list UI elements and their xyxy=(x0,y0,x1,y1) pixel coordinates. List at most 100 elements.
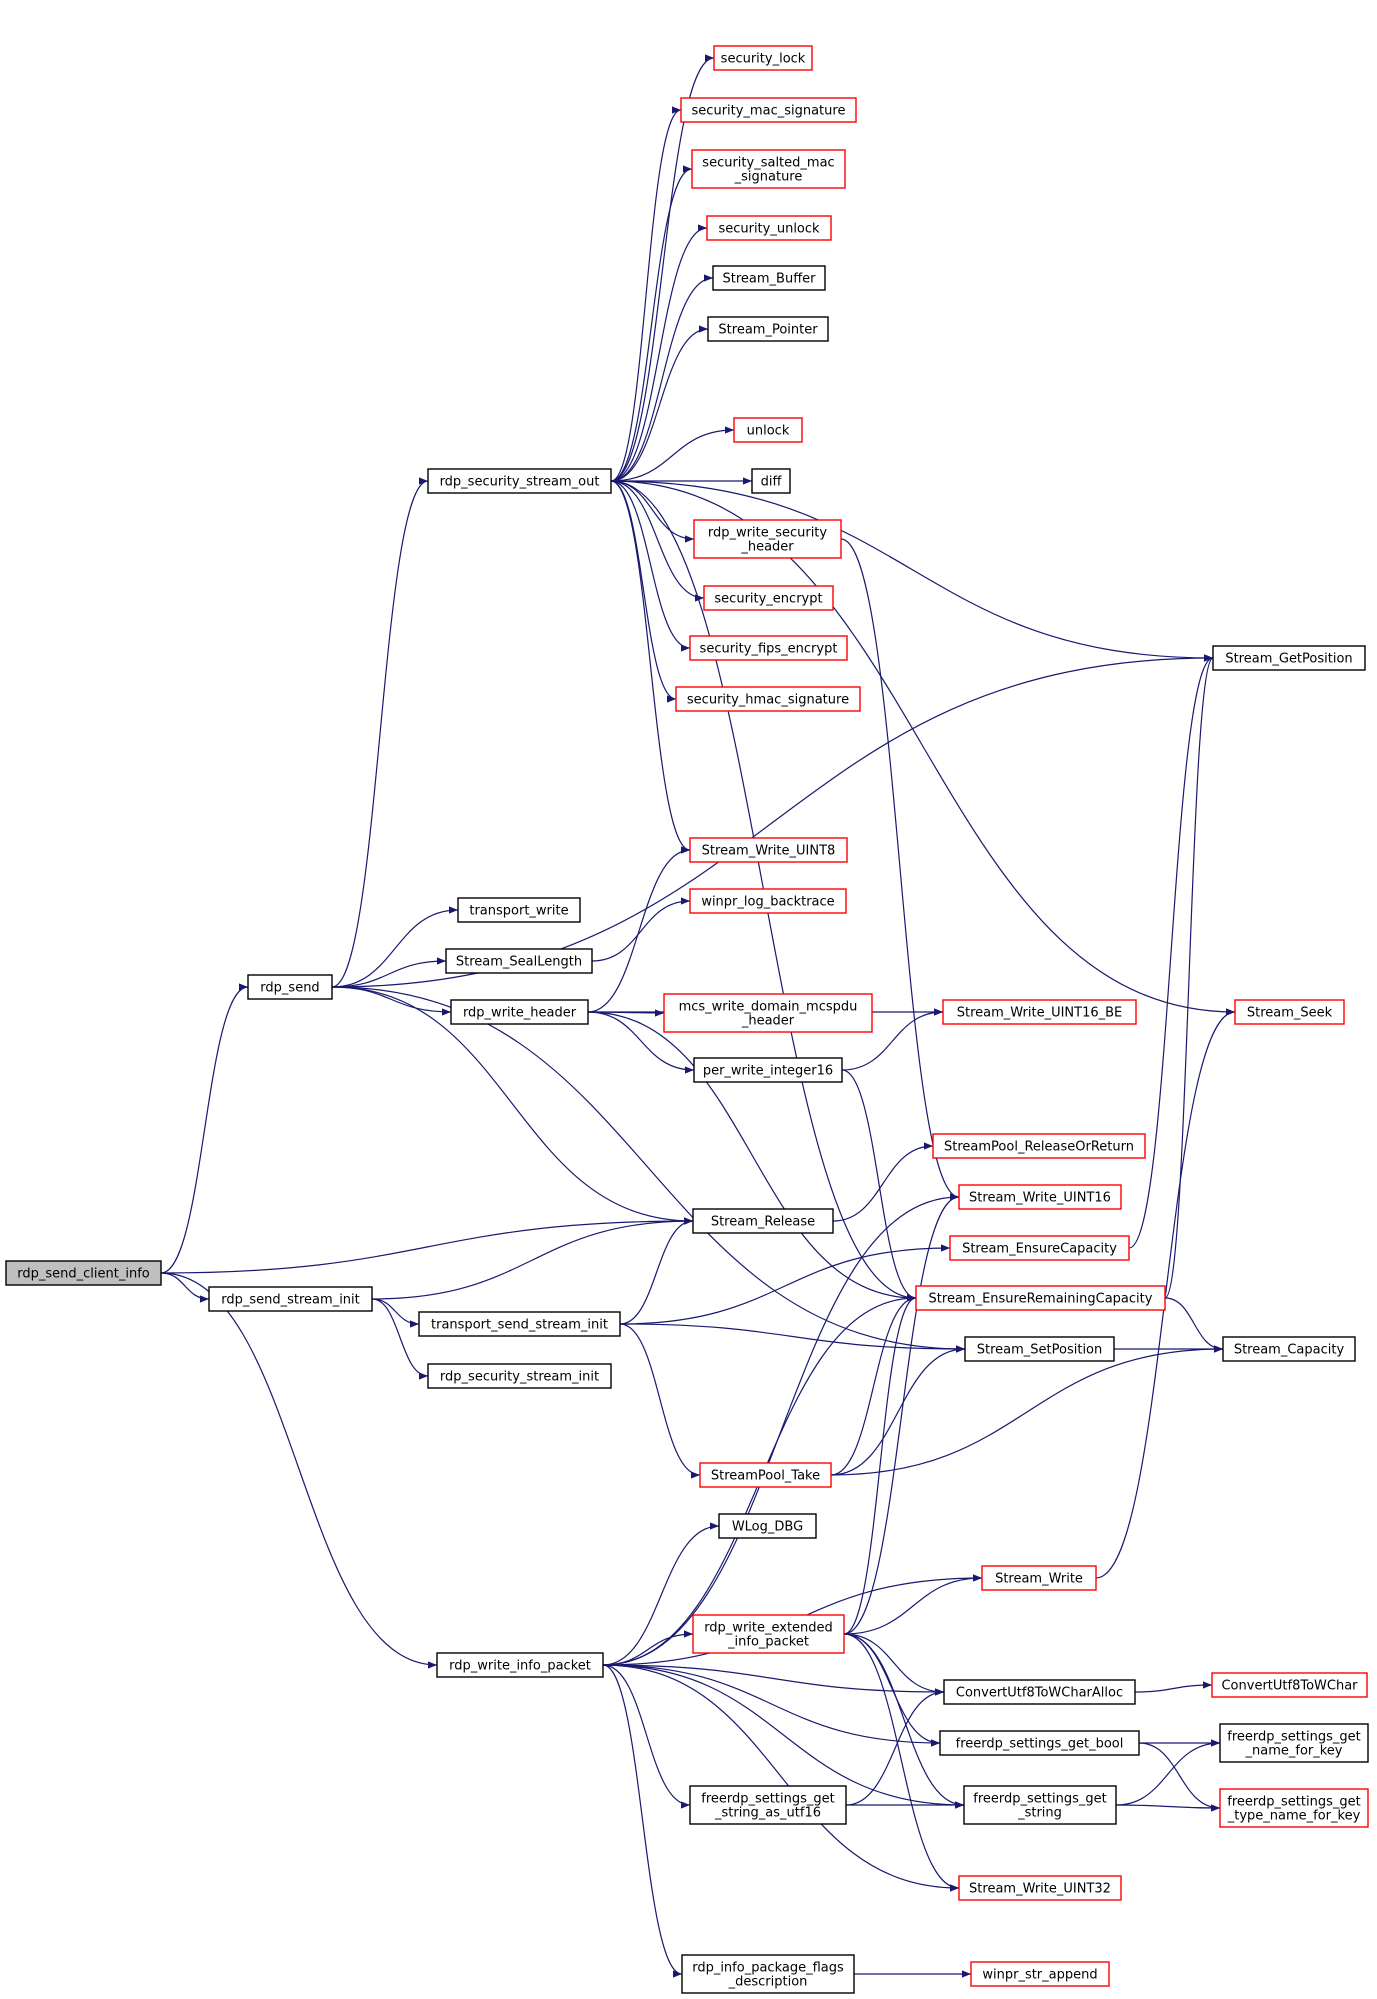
node-StreamPool_ReleaseOrReturn[interactable]: StreamPool_ReleaseOrReturn xyxy=(932,1133,1146,1159)
node-rdp_write_security_header[interactable]: rdp_write_security_header xyxy=(693,519,842,559)
edge-freerdp_settings_get_string-to-freerdp_settings_get_name_for_key xyxy=(1115,1739,1221,1806)
edge-rdp_security_stream_out-to-Stream_Write_UINT8 xyxy=(610,480,691,854)
node-box xyxy=(427,1363,612,1389)
node-security_encrypt[interactable]: security_encrypt xyxy=(703,585,834,611)
node-Stream_Write_UINT16_BE[interactable]: Stream_Write_UINT16_BE xyxy=(942,999,1137,1025)
node-box xyxy=(689,837,848,863)
node-rdp_write_info_packet[interactable]: rdp_write_info_packet xyxy=(436,1652,604,1678)
node-label: winpr_log_backtrace xyxy=(701,895,834,910)
edge-rdp_send-to-rdp_write_header xyxy=(331,986,452,1016)
edge-per_write_integer16-to-Stream_EnsureRemainingCapacity xyxy=(841,1069,917,1302)
node-label: security_encrypt xyxy=(714,592,822,607)
node-label: security_salted_mac xyxy=(702,156,834,171)
node-rdp_send_stream_init[interactable]: rdp_send_stream_init xyxy=(208,1286,373,1312)
node-Stream_Write_UINT8[interactable]: Stream_Write_UINT8 xyxy=(689,837,848,863)
node-security_mac_signature[interactable]: security_mac_signature xyxy=(680,97,857,123)
edge-freerdp_settings_get_string_as_utf16-to-ConvertUtf8ToWCharAlloc xyxy=(845,1688,945,1806)
node-label: rdp_send_client_info xyxy=(17,1267,150,1282)
node-winpr_str_append[interactable]: winpr_str_append xyxy=(970,1961,1110,1987)
node-Stream_EnsureRemainingCapacity[interactable]: Stream_EnsureRemainingCapacity xyxy=(915,1285,1166,1311)
node-label: rdp_info_package_flags xyxy=(692,1961,844,1976)
node-label: Stream_Seek xyxy=(1247,1006,1333,1021)
node-box xyxy=(943,1679,1136,1705)
node-WLog_DBG[interactable]: WLog_DBG xyxy=(718,1513,817,1539)
edge-rdp_write_header-to-Stream_Write_UINT8 xyxy=(587,846,691,1013)
node-rdp_send[interactable]: rdp_send xyxy=(247,974,333,1000)
node-rdp_info_package_flags_description[interactable]: rdp_info_package_flags_description xyxy=(681,1954,855,1994)
edge-Stream_EnsureRemainingCapacity-to-Stream_Capacity xyxy=(1164,1297,1224,1353)
edge-Stream_EnsureRemainingCapacity-to-Stream_GetPosition xyxy=(1164,654,1214,1299)
node-label: Stream_Write_UINT16 xyxy=(969,1191,1111,1206)
edge-rdp_send-to-transport_write xyxy=(331,906,459,988)
node-Stream_Seek[interactable]: Stream_Seek xyxy=(1234,999,1345,1025)
edge-freerdp_settings_get_string-to-freerdp_settings_get_type_name_for_key xyxy=(1115,1804,1221,1812)
node-rdp_security_stream_out[interactable]: rdp_security_stream_out xyxy=(427,468,612,494)
node-Stream_SealLength[interactable]: Stream_SealLength xyxy=(445,948,593,974)
node-label: security_mac_signature xyxy=(692,104,846,119)
node-label: ConvertUtf8ToWChar xyxy=(1221,1679,1358,1694)
node-label: Stream_SealLength xyxy=(456,955,582,970)
node-Stream_SetPosition[interactable]: Stream_SetPosition xyxy=(964,1336,1115,1362)
node-box xyxy=(1219,1723,1369,1763)
node-box xyxy=(713,45,813,71)
edge-rdp_security_stream_out-to-Stream_Pointer xyxy=(610,325,709,482)
node-label: _signature xyxy=(734,170,803,185)
node-box xyxy=(663,993,873,1033)
node-transport_write[interactable]: transport_write xyxy=(457,897,581,923)
node-StreamPool_Take[interactable]: StreamPool_Take xyxy=(699,1462,832,1488)
node-label: WLog_DBG xyxy=(732,1520,803,1535)
node-freerdp_settings_get_string_as_utf16[interactable]: freerdp_settings_get_string_as_utf16 xyxy=(689,1785,847,1825)
node-box xyxy=(712,265,826,291)
node-label: Stream_Buffer xyxy=(723,272,817,287)
edge-rdp_security_stream_out-to-rdp_write_security_header xyxy=(610,480,695,543)
node-label: freerdp_settings_get xyxy=(1227,1730,1360,1745)
node-Stream_EnsureCapacity[interactable]: Stream_EnsureCapacity xyxy=(949,1235,1130,1261)
node-rdp_security_stream_init[interactable]: rdp_security_stream_init xyxy=(427,1363,612,1389)
edge-StreamPool_Take-to-Stream_SetPosition xyxy=(830,1345,966,1476)
node-label: freerdp_settings_get xyxy=(1227,1795,1360,1810)
node-Stream_Release[interactable]: Stream_Release xyxy=(692,1208,834,1234)
edge-per_write_integer16-to-Stream_Write_UINT16_BE xyxy=(841,1008,944,1071)
node-unlock[interactable]: unlock xyxy=(733,417,803,443)
node-freerdp_settings_get_name_for_key[interactable]: freerdp_settings_get_name_for_key xyxy=(1219,1723,1369,1763)
node-per_write_integer16[interactable]: per_write_integer16 xyxy=(693,1057,843,1083)
nodes-layer: rdp_send_client_info rdp_send rdp_send_str… xyxy=(5,45,1369,1994)
node-label: rdp_security_stream_init xyxy=(440,1370,599,1385)
node-mcs_write_domain_mcspdu_header[interactable]: mcs_write_domain_mcspdu_header xyxy=(663,993,873,1033)
node-freerdp_settings_get_string[interactable]: freerdp_settings_get_string xyxy=(963,1785,1117,1825)
node-rdp_send_client_info[interactable]: rdp_send_client_info xyxy=(5,1260,162,1286)
node-Stream_Write[interactable]: Stream_Write xyxy=(981,1565,1097,1591)
node-box xyxy=(689,1785,847,1825)
edge-StreamPool_Take-to-Stream_EnsureRemainingCapacity xyxy=(830,1294,917,1476)
node-security_hmac_signature[interactable]: security_hmac_signature xyxy=(675,686,861,712)
edge-rdp_write_extended_info_packet-to-Stream_EnsureRemainingCapacity xyxy=(843,1294,917,1635)
node-freerdp_settings_get_bool[interactable]: freerdp_settings_get_bool xyxy=(939,1730,1140,1756)
node-Stream_Buffer[interactable]: Stream_Buffer xyxy=(712,265,826,291)
node-rdp_write_header[interactable]: rdp_write_header xyxy=(450,999,589,1025)
node-label: Stream_Pointer xyxy=(718,323,818,338)
node-rdp_write_extended_info_packet[interactable]: rdp_write_extended_info_packet xyxy=(692,1614,845,1654)
node-Stream_GetPosition[interactable]: Stream_GetPosition xyxy=(1212,645,1366,671)
node-ConvertUtf8ToWCharAlloc[interactable]: ConvertUtf8ToWCharAlloc xyxy=(943,1679,1136,1705)
node-security_fips_encrypt[interactable]: security_fips_encrypt xyxy=(689,635,848,661)
node-box xyxy=(1212,645,1366,671)
node-box xyxy=(693,519,842,559)
node-Stream_Write_UINT16[interactable]: Stream_Write_UINT16 xyxy=(958,1184,1122,1210)
node-diff[interactable]: diff xyxy=(751,468,791,494)
node-security_lock[interactable]: security_lock xyxy=(713,45,813,71)
node-security_salted_mac_signature[interactable]: security_salted_mac_signature xyxy=(691,149,846,189)
edge-rdp_send_stream_init-to-Stream_Release xyxy=(371,1217,694,1300)
node-Stream_Pointer[interactable]: Stream_Pointer xyxy=(707,316,829,342)
node-Stream_Capacity[interactable]: Stream_Capacity xyxy=(1222,1336,1356,1362)
node-Stream_Write_UINT32[interactable]: Stream_Write_UINT32 xyxy=(958,1875,1122,1901)
node-security_unlock[interactable]: security_unlock xyxy=(706,215,832,241)
node-winpr_log_backtrace[interactable]: winpr_log_backtrace xyxy=(689,888,847,914)
node-freerdp_settings_get_type_name_for_key[interactable]: freerdp_settings_get_type_name_for_key xyxy=(1219,1788,1369,1828)
node-label: Stream_EnsureRemainingCapacity xyxy=(929,1292,1153,1307)
node-label: per_write_integer16 xyxy=(703,1064,833,1079)
node-box xyxy=(964,1336,1115,1362)
node-box xyxy=(932,1133,1146,1159)
node-label: rdp_security_stream_out xyxy=(440,475,600,490)
node-transport_send_stream_init[interactable]: transport_send_stream_init xyxy=(418,1311,621,1337)
node-ConvertUtf8ToWChar[interactable]: ConvertUtf8ToWChar xyxy=(1211,1672,1368,1698)
